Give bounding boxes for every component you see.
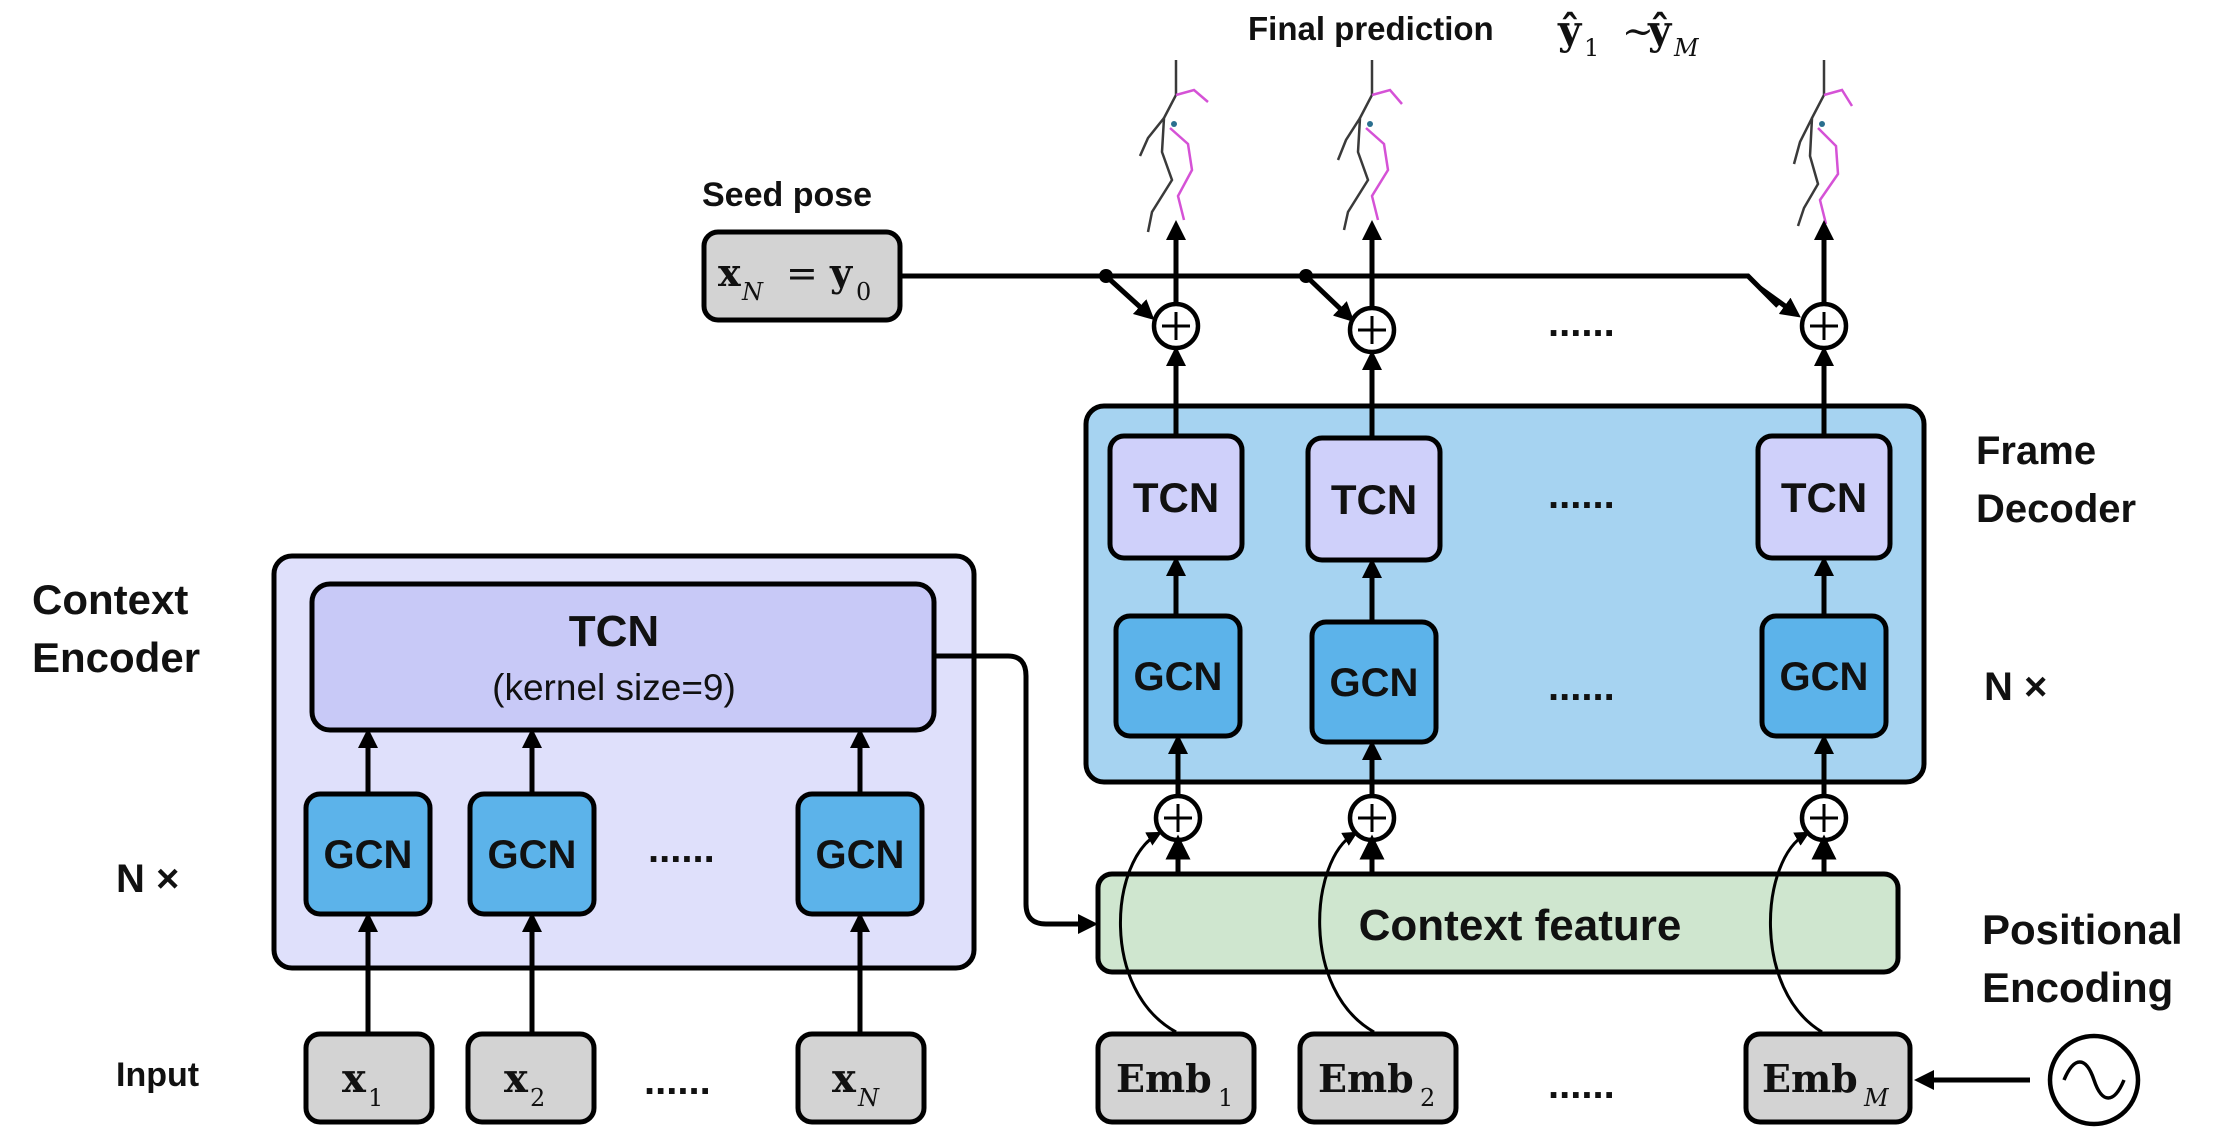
frame-decoder-label-line1: Frame	[1976, 429, 2096, 473]
y-hat-1-symbol: ŷ	[1557, 7, 1583, 54]
seed-x-symbol: x	[718, 250, 741, 295]
adder-bottom	[1799, 793, 1849, 843]
decoder-gcn-label: GCN	[1780, 655, 1869, 699]
ellipsis-embeddings: ......	[1548, 1063, 1615, 1107]
seed-pose-formula: x N = y 0	[718, 250, 871, 306]
range-tilde: ~	[1622, 9, 1654, 53]
y-hat-1-subscript: 1	[1584, 34, 1599, 62]
embedding-arrow	[1118, 831, 1177, 1034]
embedding-arrow	[1768, 831, 1823, 1034]
decoder-gcn-label: GCN	[1330, 661, 1419, 705]
embedding-box	[1743, 1031, 1913, 1125]
encoder-tcn-label: TCN	[569, 607, 659, 656]
final-prediction-header: Final prediction ŷ 1 ~ ŷ M	[1248, 7, 1700, 62]
seed-pose-label: Seed pose	[702, 176, 872, 214]
encoder-to-context-arrow	[934, 653, 1098, 934]
sine-wave-source-icon	[2047, 1033, 2141, 1127]
embedding-box	[1297, 1031, 1459, 1125]
input-xn-subscript: N	[857, 1084, 880, 1112]
decoder-tcn-label: TCN	[1781, 474, 1867, 521]
pose-figure	[1138, 60, 1209, 233]
context-feature-label: Context feature	[1359, 901, 1682, 950]
context-encoder-label-line2: Encoder	[32, 634, 200, 681]
positional-encoding-label-line2: Encoding	[1982, 964, 2173, 1011]
positional-encoding-label-line1: Positional	[1982, 906, 2183, 953]
context-feature-box	[1095, 871, 1901, 975]
encoder-gcn-label: GCN	[488, 833, 577, 877]
adder-top	[1799, 301, 1849, 351]
ellipsis-inputs: ......	[644, 1059, 711, 1103]
ellipsis-top: ......	[1548, 301, 1615, 345]
input-x2-symbol: x	[504, 1055, 529, 1102]
embedding-box	[1095, 1031, 1257, 1125]
seed-y-symbol: y	[829, 250, 853, 295]
seed-y-subscript: 0	[856, 278, 871, 306]
emb-1-symbol: Emb	[1116, 1056, 1212, 1101]
input-xn-symbol: x	[832, 1055, 857, 1102]
adder-bottom	[1153, 793, 1203, 843]
adder-top	[1347, 305, 1397, 355]
pose-figure	[1792, 60, 1854, 227]
input-x1-subscript: 1	[368, 1084, 383, 1112]
emb-m-subscript: M	[1863, 1084, 1890, 1112]
residual-connection	[900, 269, 1801, 323]
final-prediction-label: Final prediction	[1248, 10, 1494, 47]
decoder-tcn-label: TCN	[1331, 476, 1417, 523]
adder-top	[1151, 301, 1201, 351]
pose-figure	[1336, 60, 1403, 231]
ellipsis-decoder-tcn: ......	[1548, 473, 1615, 517]
embedding-arrow	[1318, 831, 1375, 1034]
encoder-tcn-block	[309, 581, 937, 733]
frame-decoder-box	[1083, 403, 1927, 785]
seed-equals: =	[786, 251, 818, 295]
input-x2-subscript: 2	[530, 1084, 545, 1112]
decoder-gcn-label: GCN	[1134, 655, 1223, 699]
ellipsis-decoder-gcn: ......	[1548, 665, 1615, 709]
context-encoder-label-line1: Context	[32, 576, 188, 623]
seed-x-subscript: N	[741, 278, 764, 306]
y-hat-m-subscript: M	[1673, 34, 1700, 62]
ellipsis-encoder-gcn: ......	[648, 827, 715, 871]
emb-2-symbol: Emb	[1318, 1056, 1414, 1101]
y-hat-m-symbol: ŷ	[1647, 7, 1673, 54]
input-label: Input	[116, 1056, 199, 1094]
encoder-tcn-kernel-label: (kernel size=9)	[492, 667, 736, 708]
adder-bottom	[1347, 793, 1397, 843]
emb-2-subscript: 2	[1420, 1084, 1435, 1112]
encoder-gcn-label: GCN	[324, 833, 413, 877]
encoder-gcn-label: GCN	[816, 833, 905, 877]
input-x1-symbol: x	[342, 1055, 367, 1102]
decoder-repeat-label: N ×	[1984, 665, 2047, 709]
encoder-repeat-label: N ×	[116, 857, 179, 901]
emb-m-symbol: Emb	[1762, 1056, 1858, 1101]
decoder-tcn-label: TCN	[1133, 474, 1219, 521]
frame-decoder-label-line2: Decoder	[1976, 487, 2136, 531]
emb-1-subscript: 1	[1218, 1084, 1233, 1112]
